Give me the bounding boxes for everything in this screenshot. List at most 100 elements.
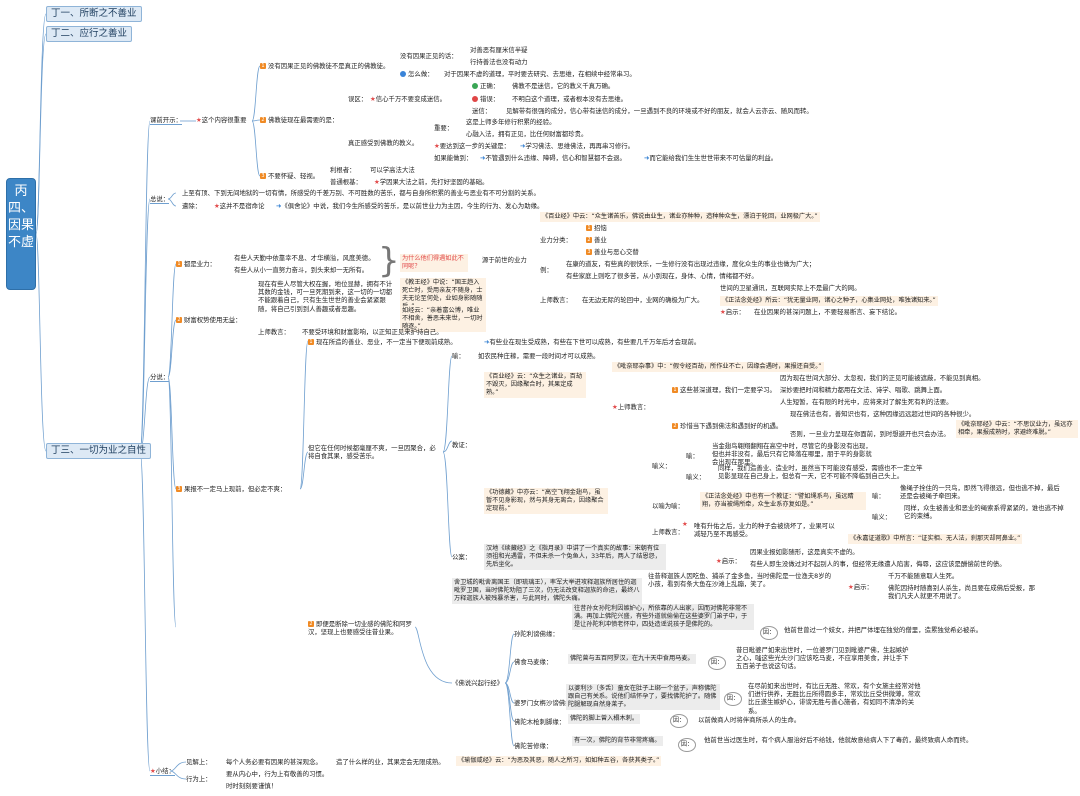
node-a21[interactable]: 这是上师多年修行积累的经验。 xyxy=(466,118,556,126)
node-c6[interactable]: 源于前世的业力 xyxy=(482,256,527,264)
node-a22[interactable]: 心融入法，拥有正见，比任何财富都珍贵。 xyxy=(466,130,588,138)
node-c90[interactable]: 他前世当过医生时，有个病人服治好后不给钱，他就故意给病人下了毒药，最终致病人命而… xyxy=(704,736,973,744)
node-c31[interactable]: 如农民种庄稼，需要一段时间才可以成熟。 xyxy=(478,352,600,360)
cause-bubble[interactable]: 因： xyxy=(670,714,688,728)
node-a24[interactable]: ➜学习佛法、思维佛法，再再串习修行。 xyxy=(520,142,634,150)
node-a30[interactable]: 普通根基： xyxy=(330,178,362,186)
node-b5[interactable]: ➜《俱舍论》中说，我们今生所感受的苦乐，是以前世业力为主因，今生的行为、发心为助… xyxy=(276,202,543,210)
node-c32[interactable]: 但它在任何时候都毫厘不爽，一旦因聚合，必将自食其果，感受苦乐。 xyxy=(308,444,436,461)
node-c25[interactable]: 上师教言： xyxy=(258,328,290,336)
node-c30[interactable]: 喻： xyxy=(452,352,465,360)
node-c13[interactable]: 在康的道友，有些真的很快乐，一生修行没有出现过违缘，度化众生的事业也做为广大； xyxy=(566,260,816,268)
node-d5[interactable]: 《瑜伽咸经》云：“为恶及其恶，随人之所习，如如种五谷，各获其类子。” xyxy=(456,756,662,766)
node-c33[interactable]: 教证： xyxy=(452,441,472,449)
node-c86[interactable]: 以前做商人时将伴商所杀人的生命。 xyxy=(698,716,801,724)
node-a9[interactable]: 怎么做： xyxy=(400,70,434,78)
node-a12[interactable]: ★信心千万不要变成迷信。 xyxy=(370,95,446,103)
node-c68[interactable]: 千万不能随意取人生死。 xyxy=(888,572,959,580)
node-c80[interactable]: 以婆利沙（多舌）童女在肚子上绑一个盆子，声称佛陀跟自己有关系。说他们结怀孕了，要… xyxy=(566,684,720,710)
node-c35[interactable]: 《毗奈耶杂事》中：“假令经百劫，所作业不亡，因缘会遇时，果报还自受。” xyxy=(612,362,824,372)
node-a28[interactable]: 利根者： xyxy=(330,166,356,174)
node-c75[interactable]: 佛食马麦缘： xyxy=(514,658,553,666)
node-c7[interactable]: 《百业经》中云：“众生诸苦乐，佛说由业生，诸业亦种种，造种种众生，漂泊于轮回，业… xyxy=(540,212,820,222)
node-a13[interactable]: 正确： xyxy=(472,82,499,90)
node-c71[interactable]: 孙陀利谤佛缘： xyxy=(514,630,559,638)
node-c46[interactable]: 当金翅鸟翱翔翻翔在高空中时，尽管它的身影没有出现，但也并非没有，最后只有它降落在… xyxy=(712,442,872,467)
node-c29[interactable]: ➜有些业在现生受成熟，有些在下世可以成熟，有些要几千万年后才会现前。 xyxy=(484,338,700,346)
node-b2[interactable]: 上至有顶、下到无间地狱的一切有情，所感受的千差万别、不可胜数的苦乐，都与自身所积… xyxy=(182,189,540,197)
node-c40[interactable]: 人生短暂，在有限的时光中，应将来对了解生死有利的法要。 xyxy=(780,398,953,406)
topic-ding2[interactable]: 丁二、应行之善业 xyxy=(46,26,133,42)
node-c45[interactable]: 否则，一旦业力呈现在你面前，到时想避开也只会办法。 xyxy=(790,430,950,438)
node-c50[interactable]: 以喻为喻： xyxy=(652,502,684,510)
node-c58[interactable]: 《永嘉证道歌》中所言：“证实相、无人法，刹那灭却阿鼻业。” xyxy=(848,534,1023,544)
node-a7[interactable]: 对善恶有厘米信半疑 xyxy=(470,46,528,54)
node-c63[interactable]: 有些人即生没做过对不起别人的事，但经常无缘遭人陷害，侮辱，这应该是酬偿前世的债。 xyxy=(750,560,1006,568)
cause-bubble[interactable]: 因： xyxy=(678,738,696,752)
node-d7[interactable]: 要从内心中，行为上有敬善的习惯。 xyxy=(226,770,329,778)
node-a16[interactable]: 不明白这个道理，或者根本没有去思维。 xyxy=(512,95,628,103)
node-c72[interactable]: 往昔孙女孙陀利因嫉妒心，所依靠的人出家，因而对佛陀非常不满。再加上佛陀兴盛，有些… xyxy=(572,604,754,630)
node-a27[interactable]: ➜而它能给我们生生世世带来不可估量的利益。 xyxy=(644,154,777,162)
node-c47[interactable]: 喻义： xyxy=(686,473,706,481)
node-c12[interactable]: 例： xyxy=(540,266,553,274)
node-a29[interactable]: 可以学高法大法 xyxy=(370,166,415,174)
node-c17[interactable]: 在无边无际的轮回中，业网的确极为广大。 xyxy=(582,296,704,304)
node-c87[interactable]: 佛陀苦修缘： xyxy=(514,742,553,750)
node-d8[interactable]: 时时刻刻要谨慎！ xyxy=(226,782,278,790)
node-c4[interactable]: 有些人从小一直努力奋斗，到头来却一无所有。 xyxy=(234,266,369,274)
root-topic[interactable]: 丙四、因果不虚 xyxy=(6,178,36,290)
node-c42[interactable]: 现在佛法也有，善知识也有，这种因缘远远超过世间的各种很少。 xyxy=(790,410,976,418)
node-c26[interactable]: 不要受环境和财富影响，以正知正见来护持自己。 xyxy=(302,328,443,336)
node-a25[interactable]: 如果能做到： xyxy=(434,154,473,162)
node-c69[interactable]: 佛陀因持时随喜别人杀生，尚且要在成佛后受报，那我们凡夫人就更不用说了。 xyxy=(888,584,1035,601)
general-node[interactable]: 总说： xyxy=(150,195,170,205)
node-a23[interactable]: ★要达到这一步的关键是： xyxy=(434,142,510,150)
cause-bubble[interactable]: 因： xyxy=(708,656,726,670)
node-c54[interactable]: 喻义： xyxy=(872,513,892,521)
node-c43[interactable]: 喻： xyxy=(686,452,699,460)
node-c48[interactable]: 同样，我们造善业、造业时，虽然当下可能没有感受，需感也不一定立竿见影显现在自己身… xyxy=(718,464,923,481)
node-a10[interactable]: 对于因果不虚的道理，平时要去研究、去思维，在相续中经常串习。 xyxy=(444,70,636,78)
cause-bubble[interactable]: 因： xyxy=(760,626,778,640)
node-d2[interactable]: 见解上： xyxy=(186,758,212,766)
node-c78[interactable]: 昔日毗婆尸如来出世时，一位婆罗门见到毗婆尸佛，生起嫉妒之心，嗤这些光头沙门应该吃… xyxy=(736,646,909,671)
node-c18[interactable]: 《正法念处经》所云：“犹无量业网，诸心之种子，心集业网处，唯独诸知来。” xyxy=(720,296,938,306)
node-a14[interactable]: 佛教不是迷信，它的教义千真万确。 xyxy=(512,82,615,90)
node-c8[interactable]: 业力分类： xyxy=(540,236,572,244)
node-c24[interactable]: 如经云：“亲着富公博，唯业不相舍，善恶未来世，一切时随逐。” xyxy=(400,306,486,332)
node-c55[interactable]: 同样，众生被善业和恶业的绳索系得紧紧的，谁也逃不掉它的束缚。 xyxy=(904,504,1064,521)
pre-class-node[interactable]: 课前开示： xyxy=(150,116,182,126)
node-c49[interactable]: 《功德藏》中亦云：“高空飞翔金翅鸟，虽暂不见身影现，然与其身无离合，因缘聚合定现… xyxy=(484,488,608,514)
node-c70[interactable]: 《佛说兴起行经》 xyxy=(452,679,504,687)
node-c34[interactable]: 《百业经》云：“众生之诸业，百劫不毁灭，因缘聚合时，其果定成熟。” xyxy=(484,372,586,398)
node-c22[interactable]: 现在有些人尽管大权在握，地位显赫，拥有不计其数的金钱，可一旦死期到来，这一切的一… xyxy=(258,280,393,313)
node-d4[interactable]: 造了什么样的业，其果定会无限成熟。 xyxy=(336,758,445,766)
node-a26[interactable]: ➜不管遇到什么违缘、障碍，信心和智慧都不会退。 xyxy=(480,154,626,162)
node-c82[interactable]: 在尽前如来出世时，有比丘无胜、常欢，有个女施主经常对他们进行供养，无胜比丘所得圆… xyxy=(748,682,921,715)
node-c16[interactable]: 世间的卫星通讯，互联网实际上不是最广大的网。 xyxy=(720,284,861,292)
node-b3[interactable]: 遣除： xyxy=(182,202,202,210)
node-a20[interactable]: 重要： xyxy=(434,124,454,132)
node-c66[interactable]: 往昔释迦族人因吃鱼、捕杀了金多鱼，当时佛陀是一位渔夫8岁的小孩，看到有条大鱼在沙… xyxy=(648,572,832,589)
node-c74[interactable]: 他前世曾过一个妓女，并把尸体埋在独觉的僧里，造累独觉希必被杀。 xyxy=(784,626,983,634)
node-c57[interactable]: 唯有升佑之后，业力的种子会被烧坏了，业果可以减轻乃至不再感受。 xyxy=(694,522,835,539)
node-d3[interactable]: 每个人务必要有因果的甚深观念。 xyxy=(226,758,322,766)
node-c62[interactable]: 因果业报如影随形，这是真实不虚的。 xyxy=(750,548,859,556)
node-c79[interactable]: 婆罗门女栴沙谤佛缘： xyxy=(514,699,578,707)
node-c88[interactable]: 有一次，佛陀的背节非常疼痛。 xyxy=(572,736,663,746)
node-c19[interactable]: ★启示： xyxy=(720,308,745,316)
node-c76[interactable]: 佛陀曾与五百阿罗汉，在九十天中食用马麦。 xyxy=(568,654,696,664)
node-a31[interactable]: ★学因果大法之前，先打好坚固的基础。 xyxy=(374,178,488,186)
node-c50a[interactable]: 喻义： xyxy=(652,462,672,470)
node-c3[interactable]: 有些人天勤中依靠幸不息、才华横溢，风度美德。 xyxy=(234,254,375,262)
